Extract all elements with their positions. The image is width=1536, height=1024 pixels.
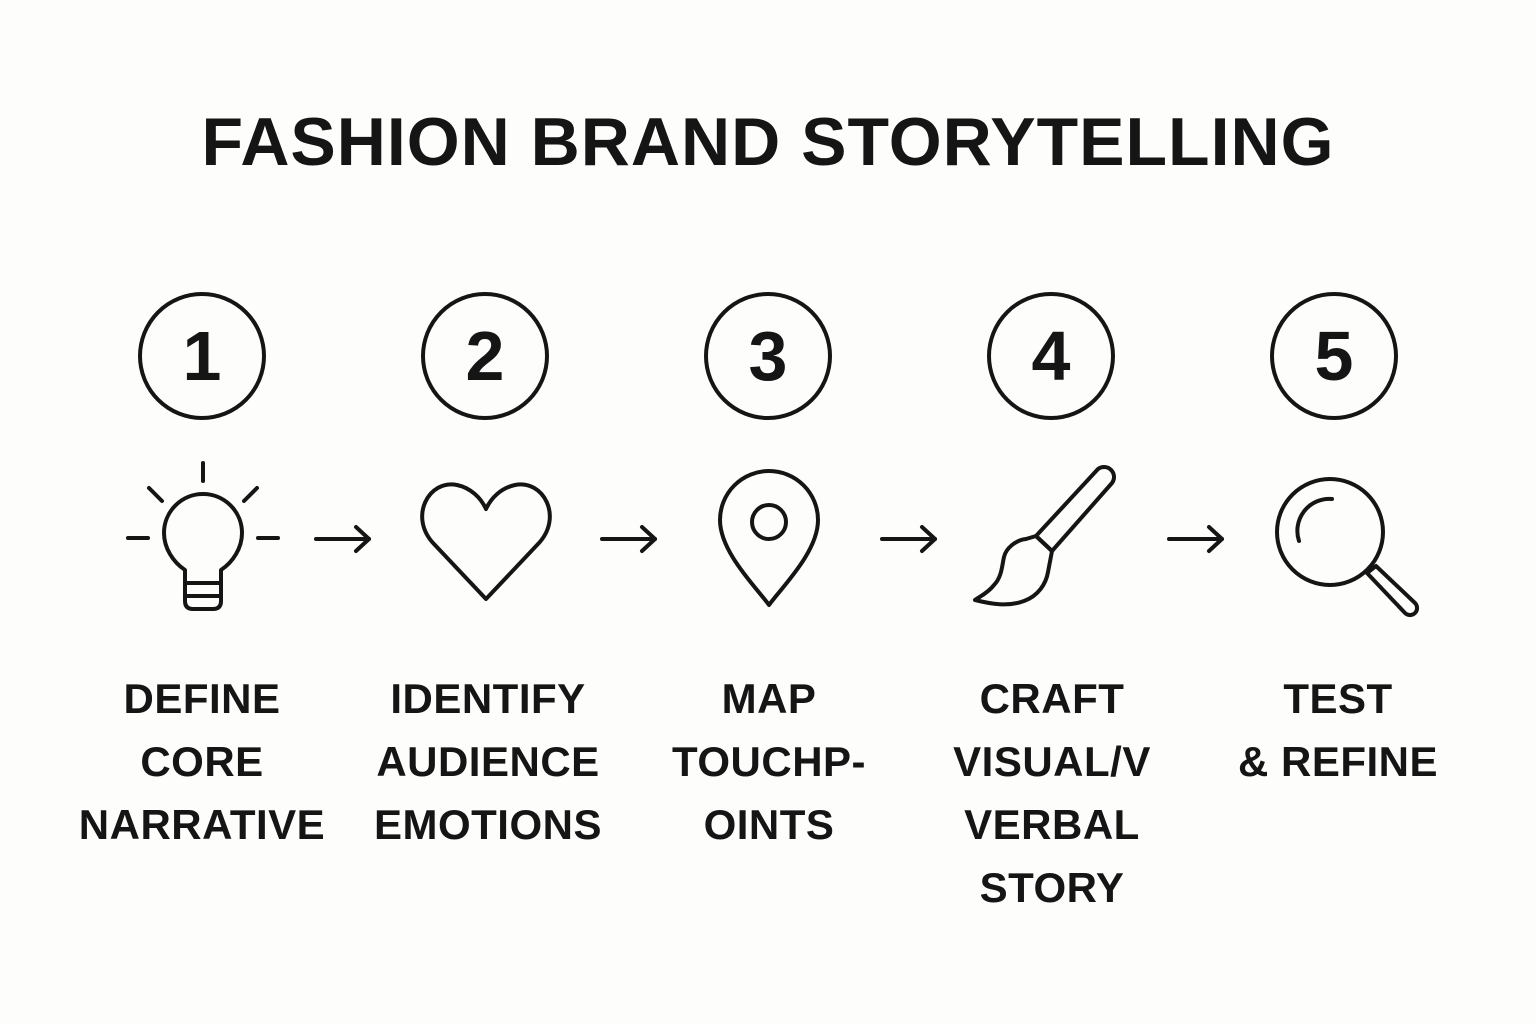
step-2-label: IDENTIFY AUDIENCE EMOTIONS (348, 667, 628, 856)
step-5-label: TEST & REFINE (1198, 667, 1478, 793)
lightbulb-icon (118, 455, 288, 625)
step-1-label-line: DEFINE (123, 675, 281, 722)
arrow-right-icon (312, 524, 374, 554)
step-5-label-line: TEST (1283, 675, 1393, 722)
step-4-number-badge: 4 (987, 292, 1115, 420)
arrow-right-icon (598, 524, 660, 554)
step-3-label-line: OINTS (703, 801, 835, 848)
step-3-label-line: MAP (721, 675, 817, 722)
step-2-label-line: IDENTIFY (390, 675, 586, 722)
magnifying-glass-icon (1250, 455, 1420, 625)
step-1-label-line: NARRATIVE (78, 801, 326, 848)
step-1-label-line: CORE (140, 738, 264, 785)
step-1-number-badge: 1 (138, 292, 266, 420)
arrow-right-icon (878, 524, 940, 554)
step-4-label-line: STORY (979, 864, 1125, 911)
step-4-label-line: CRAFT (979, 675, 1125, 722)
page-title: FASHION BRAND STORYTELLING (201, 104, 1335, 180)
step-2-number-badge: 2 (421, 292, 549, 420)
step-3-label: MAP TOUCHP- OINTS (629, 667, 909, 856)
step-4-label-line: VISUAL/V (953, 738, 1151, 785)
heart-icon (401, 455, 571, 625)
step-4-label-line: VERBAL (964, 801, 1140, 848)
paintbrush-icon (966, 455, 1136, 625)
step-5-label-line: & REFINE (1237, 738, 1438, 785)
step-4-label: CRAFT VISUAL/V VERBAL STORY (912, 667, 1192, 919)
step-5-number-badge: 5 (1270, 292, 1398, 420)
arrow-right-icon (1165, 524, 1227, 554)
step-1-label: DEFINE CORE NARRATIVE (62, 667, 342, 856)
step-3-number-badge: 3 (704, 292, 832, 420)
location-pin-icon (684, 455, 854, 625)
step-2-label-line: EMOTIONS (373, 801, 602, 848)
step-3-label-line: TOUCHP- (671, 738, 867, 785)
step-2-label-line: AUDIENCE (376, 738, 600, 785)
